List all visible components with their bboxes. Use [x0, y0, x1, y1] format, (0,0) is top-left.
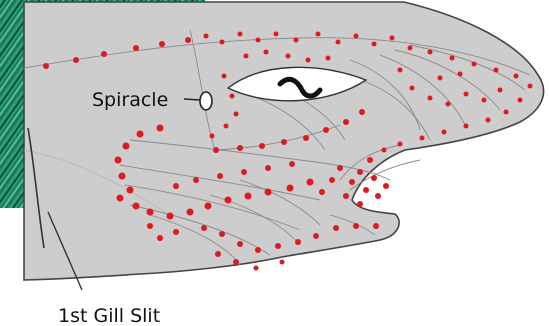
spiracle [200, 92, 212, 110]
spiracle-label: Spiracle [92, 89, 168, 111]
spiracle-leader-line [184, 99, 200, 100]
gill-slit-label: 1st Gill Slit [58, 305, 160, 326]
